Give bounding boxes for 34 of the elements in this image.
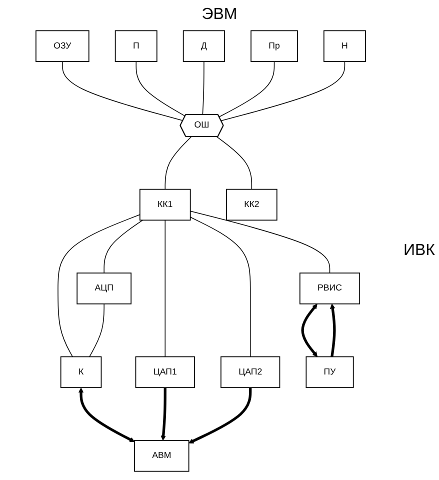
connector — [89, 303, 104, 358]
connector — [216, 136, 252, 190]
arrow — [160, 388, 166, 441]
node-box: Д — [182, 30, 225, 62]
node-box: РВИС — [299, 272, 360, 304]
connector — [104, 220, 144, 274]
node-box: ЦАП2 — [220, 356, 280, 388]
node-box: ЦАП1 — [135, 356, 195, 388]
node-box: КК1 — [139, 188, 191, 221]
node-box: Н — [323, 30, 366, 62]
connector — [190, 216, 251, 358]
arrow — [188, 388, 252, 444]
connector — [220, 61, 346, 122]
connector — [62, 61, 184, 121]
node-box: ПУ — [306, 356, 354, 388]
brace-label: ИВК — [404, 242, 435, 259]
node-box: П — [114, 30, 158, 62]
arrow — [301, 304, 318, 357]
connector — [218, 61, 275, 118]
connector — [164, 136, 192, 190]
brace-label: ЭВМ — [202, 6, 238, 23]
node-box: Пр — [250, 30, 298, 62]
connector — [202, 61, 204, 116]
connector — [190, 210, 330, 274]
connector — [136, 61, 186, 117]
node-box: ОЗУ — [36, 30, 90, 62]
arrow — [78, 388, 135, 442]
node-box: АЦП — [76, 272, 132, 304]
node-box: АВМ — [134, 440, 190, 472]
connector — [164, 220, 166, 358]
arrow — [330, 304, 336, 357]
connector — [58, 214, 140, 358]
node-box: К — [60, 356, 102, 388]
node-box: КК2 — [226, 188, 278, 221]
